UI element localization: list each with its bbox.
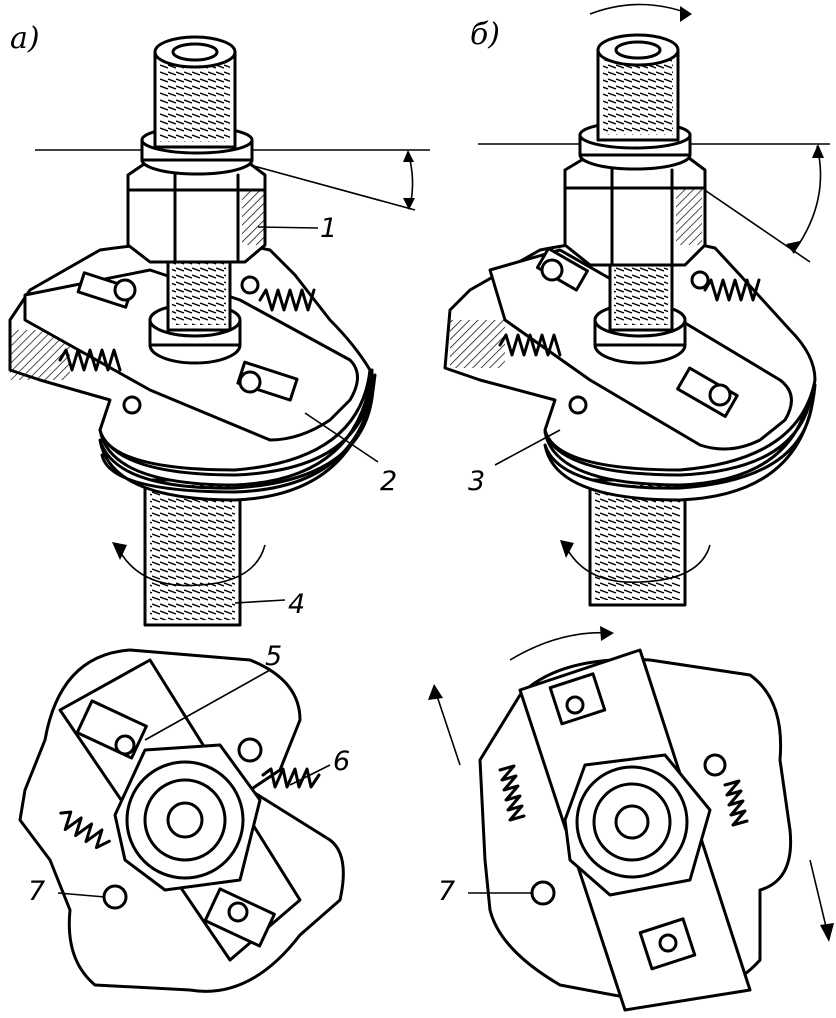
spring-b-plan-right [723, 779, 749, 827]
panel-a-angle-arrows [403, 150, 415, 210]
spring-a-right [258, 288, 316, 312]
plan-a-bore [166, 801, 204, 839]
plan-view-a: 5 6 7 [18, 641, 350, 993]
callout-7-b: 7 [438, 876, 455, 907]
leader-4 [234, 599, 286, 604]
pin-7-a [102, 884, 128, 910]
plan-view-b: 7 [428, 626, 834, 1012]
motion-arrow-right [809, 859, 829, 936]
plan-b-pin-upper [703, 753, 727, 777]
pin-b-upper [690, 270, 710, 290]
leader-1 [257, 226, 319, 229]
panel-a-label: а) [10, 21, 40, 56]
plan-b-slot-1-pin [565, 695, 585, 715]
plan-b-slot-2-pin [658, 933, 678, 953]
leader-5 [144, 669, 271, 741]
callout-2: 2 [380, 466, 397, 497]
panel-b-assembly: б) [443, 3, 830, 607]
rotation-arrow-a [117, 544, 266, 587]
lever-3-pin-1 [540, 258, 564, 282]
plan-a-slot-2-pin [227, 901, 249, 923]
rotation-arrow-b-top [589, 3, 691, 15]
rotation-arrow-b [564, 544, 711, 583]
lever-2-pin-2 [238, 370, 262, 394]
plate-hatch-b [450, 320, 505, 368]
pin-b-lower [568, 395, 588, 415]
callout-1: 1 [320, 213, 337, 244]
spring-b-left [498, 333, 562, 357]
lower-shaft-4 [112, 478, 266, 627]
pin-7-b [530, 880, 556, 906]
clutch-discs-a [98, 368, 377, 502]
leader-7a [57, 892, 106, 898]
motion-arrow-left [434, 689, 461, 766]
pin-a-upper [240, 275, 260, 295]
leader-2 [304, 412, 379, 463]
panel-b-label: б) [470, 17, 500, 52]
panel-a-angle-line [249, 164, 416, 211]
callout-6: 6 [333, 746, 350, 777]
spring-a-left [58, 348, 122, 372]
panel-b-angle-arc [794, 145, 822, 251]
pin-a-lower [122, 395, 142, 415]
spring-6 [261, 767, 321, 789]
leader-3 [494, 429, 561, 466]
lever-2-pin-1 [113, 278, 137, 302]
nut-b [563, 120, 707, 267]
spring-a-plan-left [59, 810, 111, 850]
callout-4: 4 [288, 589, 305, 620]
spring-b-plan-left [498, 764, 526, 822]
lever-3-pin-2 [708, 383, 732, 407]
leader-6 [289, 764, 331, 786]
callout-3: 3 [468, 466, 485, 497]
callout-7-a: 7 [28, 876, 45, 907]
spring-b-right [703, 278, 761, 302]
panel-a-assembly: а) [8, 21, 430, 627]
plan-a-pin-upper [237, 737, 263, 763]
plan-b-bore [614, 804, 650, 840]
plan-a-slot-1-pin [114, 734, 136, 756]
rotation-arrow-b-plan [509, 631, 611, 661]
panel-b-angle-arrows [786, 144, 824, 254]
callout-5: 5 [265, 641, 282, 672]
